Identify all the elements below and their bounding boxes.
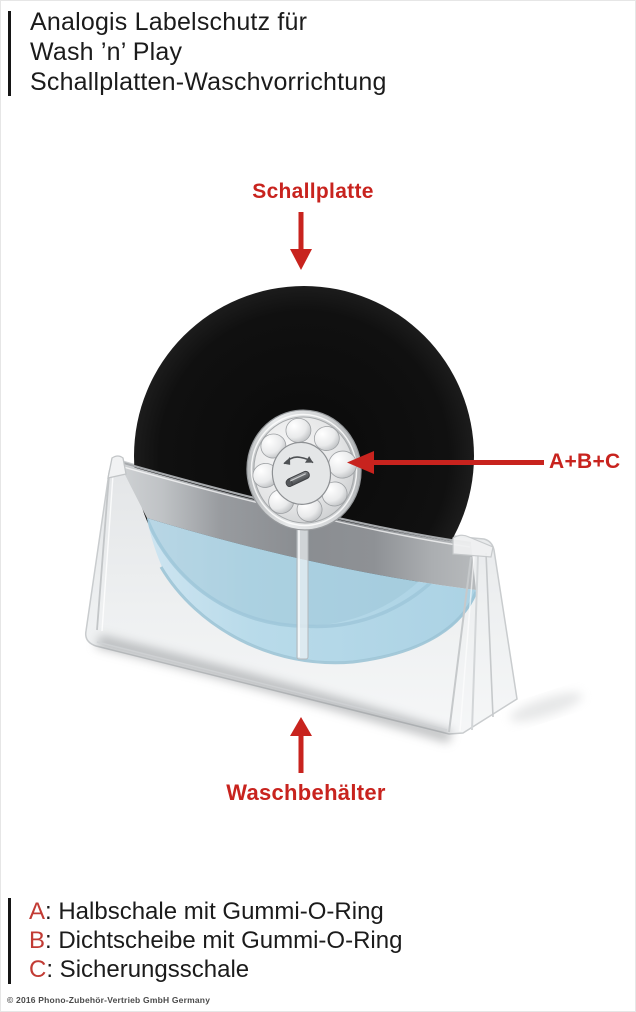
parts-label: A+B+C (549, 450, 621, 473)
title-block: Analogis Labelschutz für Wash ’n’ Play S… (30, 7, 387, 97)
title-line-2: Wash ’n’ Play (30, 38, 183, 66)
title-accent-bar (8, 11, 11, 96)
basin-edges (96, 455, 494, 733)
legend-item-c: C: Sicherungsschale (29, 955, 402, 984)
legend-accent-bar (8, 898, 11, 984)
copyright-notice: © 2016 Phono-Zubehör-Vertrieb GmbH Germa… (7, 995, 211, 1005)
legend-item-b: B: Dichtscheibe mit Gummi-O-Ring (29, 926, 402, 955)
title-line-1: Analogis Labelschutz für (30, 8, 308, 36)
basin-right-rim-cap (452, 534, 494, 558)
label-protector-hub (246, 409, 362, 531)
rotate-arrow-icon (283, 456, 314, 465)
legend-key-b: B (29, 927, 46, 954)
basin-left-rim-cap (107, 455, 127, 479)
legend-key-a: A (29, 898, 46, 925)
center-pin (285, 470, 310, 488)
basin-bottom-shadow (95, 635, 453, 743)
annotation-arrows (290, 212, 544, 773)
arrow-left-icon (347, 451, 544, 474)
arrow-down-icon (290, 212, 312, 270)
floor-shadow (509, 692, 583, 722)
legend-item-a: A: Halbschale mit Gummi-O-Ring (29, 897, 402, 926)
record-label: Schallplatte (252, 180, 374, 203)
title-line-3: Schallplatten-Waschvorrichtung (30, 68, 387, 96)
legend-text-a: : Halbschale mit Gummi-O-Ring (45, 898, 384, 925)
legend-key-c: C (29, 956, 47, 983)
hub-grip-bumps (252, 417, 358, 523)
legend-text-c: : Sicherungsschale (46, 956, 250, 983)
legend: A: Halbschale mit Gummi-O-Ring B: Dichts… (29, 897, 402, 984)
basin-label: Waschbehälter (226, 780, 386, 805)
legend-text-b: : Dichtscheibe mit Gummi-O-Ring (45, 927, 403, 954)
arrow-up-icon (290, 717, 312, 773)
